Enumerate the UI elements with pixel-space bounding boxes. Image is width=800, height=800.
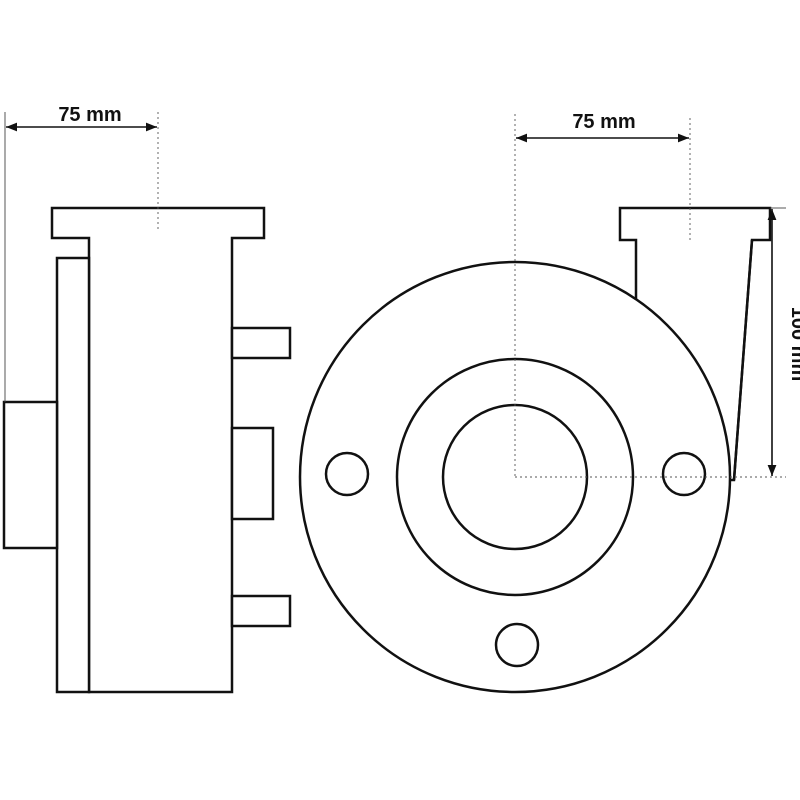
front-view-bolt-hole-bottom (494, 622, 540, 668)
front-view: 75 mm 100 mm (298, 111, 800, 694)
front-view-spout-wall (732, 239, 754, 481)
side-view-boss-middle (230, 426, 275, 521)
front-view-horizontal-dimension-label: 75 mm (572, 111, 635, 133)
side-view-body (50, 206, 266, 694)
side-view: 75 mm (2, 104, 292, 694)
side-view-boss-top (230, 326, 292, 360)
front-view-bolt-hole-left (324, 451, 370, 497)
front-view-vertical-dimension-label: 100 mm (787, 307, 800, 382)
side-view-back-plate (55, 256, 91, 694)
side-view-dimension-label: 75 mm (58, 104, 121, 126)
side-view-boss-bottom (230, 594, 292, 628)
side-view-hub (2, 400, 59, 550)
front-view-bolt-hole-right (661, 451, 707, 497)
